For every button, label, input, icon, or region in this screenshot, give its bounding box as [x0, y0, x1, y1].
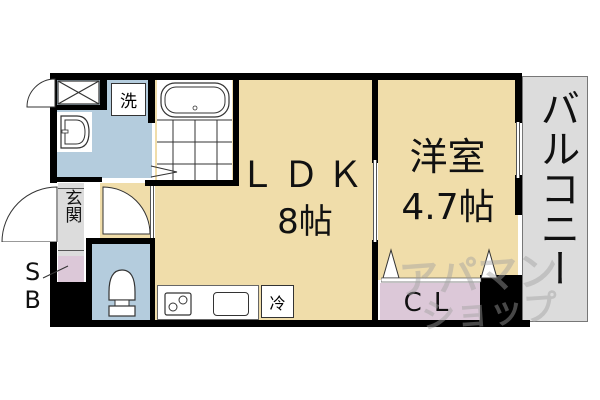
- stove-burner-icon: [164, 292, 192, 316]
- washer-label: 洗: [120, 92, 137, 112]
- fridge-space: 冷: [261, 285, 294, 318]
- wall: [50, 73, 57, 183]
- bath-door-icon: [150, 165, 178, 178]
- watermark-line2: ショップ: [420, 287, 559, 338]
- shoe-box-leader-line: [42, 265, 69, 279]
- wall: [148, 73, 155, 123]
- wall: [372, 240, 378, 327]
- western-room-name: 洋室: [409, 135, 486, 179]
- wall: [86, 238, 92, 300]
- western-room-floor: [378, 80, 518, 280]
- toilet-door-swing[interactable]: [102, 186, 150, 238]
- shoe-box-name: SB: [18, 258, 47, 314]
- wall: [57, 105, 107, 110]
- wall: [372, 73, 378, 163]
- entrance-step: [58, 183, 84, 189]
- closet-label: CL: [403, 288, 461, 318]
- wall: [57, 177, 102, 182]
- wall: [86, 238, 154, 244]
- wall: [50, 282, 92, 327]
- closet-door-icon: [381, 248, 498, 283]
- ldk-name: ＬＤＫ: [238, 155, 371, 196]
- western-room-size: 4.7帖: [401, 187, 495, 228]
- washer-space: 洗: [111, 83, 146, 116]
- washbasin-icon: [57, 112, 92, 152]
- closet-floor: [380, 283, 480, 320]
- wall: [150, 238, 155, 320]
- shower-door-swing[interactable]: [26, 78, 56, 108]
- shower-tray-icon: [57, 80, 100, 105]
- wall: [480, 275, 522, 327]
- bathtub-icon: [157, 80, 232, 180]
- toilet-icon: [108, 269, 136, 317]
- sliding-door[interactable]: [150, 186, 154, 238]
- entry-door-swing[interactable]: [0, 186, 58, 242]
- shoe-box-label: SB: [18, 258, 47, 321]
- entrance-step: [58, 250, 84, 256]
- wall: [50, 73, 522, 80]
- wall: [145, 180, 239, 186]
- fridge-label: 冷: [269, 293, 286, 313]
- balcony-floor: [522, 76, 588, 322]
- ldk-size: 8帖: [277, 202, 333, 242]
- kitchen-sink-icon: [213, 292, 249, 316]
- wall: [515, 175, 522, 215]
- wall: [50, 320, 530, 327]
- entrance-floor: [58, 183, 84, 256]
- wall: [233, 73, 239, 185]
- entrance-name: 玄関: [61, 189, 82, 223]
- balcony-name: バルコニー: [533, 88, 580, 288]
- entrance-label: 玄関: [60, 189, 82, 228]
- sliding-door[interactable]: [373, 160, 377, 242]
- watermark: アパマン ショップ: [397, 248, 593, 338]
- balcony-label: バルコニー: [530, 88, 582, 298]
- kitchen-counter: [157, 285, 259, 320]
- wall: [515, 73, 522, 123]
- wall: [100, 80, 107, 108]
- window: [516, 122, 520, 178]
